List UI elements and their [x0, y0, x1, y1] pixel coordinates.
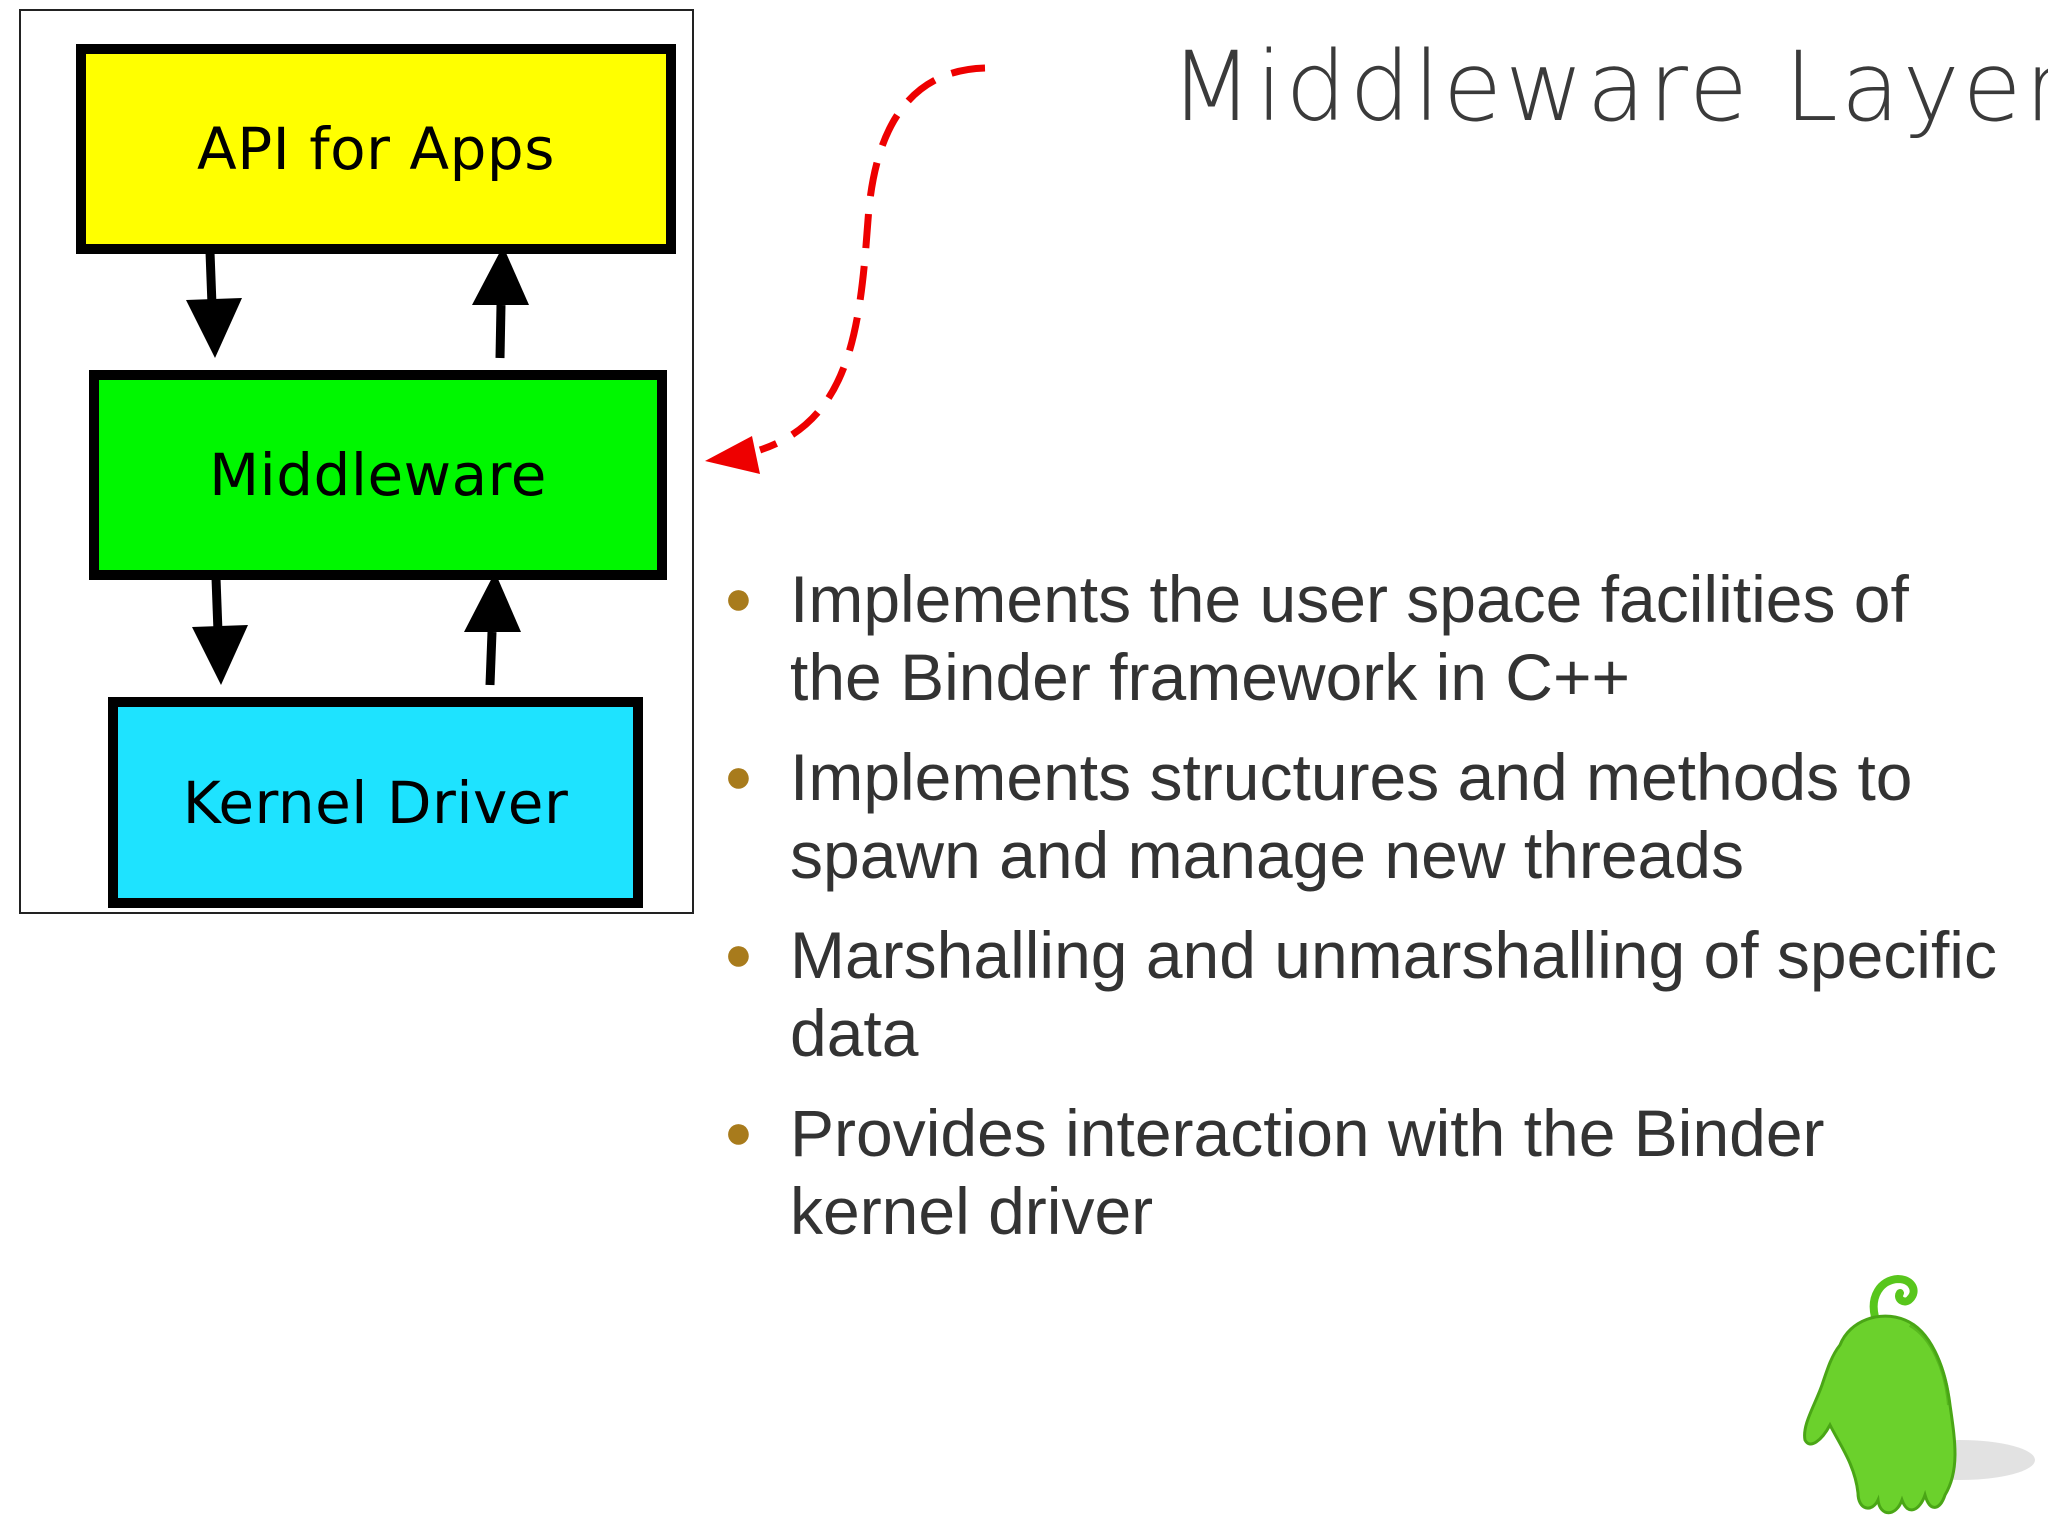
bullet-text: Provides interaction with the Binder ker…	[790, 1096, 1825, 1248]
api-for-apps-label: API for Apps	[197, 115, 555, 183]
green-android-mascot-icon	[1803, 1274, 2035, 1515]
bullet-item: ● Provides interaction with the Binder k…	[715, 1094, 2005, 1250]
bullet-dot-icon: ●	[724, 572, 753, 625]
bullet-text: Implements structures and methods to spa…	[790, 740, 1913, 892]
bullet-item: ● Implements structures and methods to s…	[715, 738, 2005, 894]
arrow-down-api-to-middleware	[186, 251, 242, 358]
layer-diagram: API for Apps Middleware Kernel Driver	[19, 9, 694, 914]
bullet-text: Marshalling and unmarshalling of specifi…	[790, 918, 1997, 1070]
bullet-dot-icon: ●	[724, 750, 753, 803]
api-for-apps-box: API for Apps	[76, 44, 676, 254]
arrow-up-middleware-to-api	[472, 246, 529, 359]
bullet-list: ● Implements the user space facilities o…	[715, 560, 2005, 1272]
middleware-box: Middleware	[89, 370, 667, 580]
kernel-driver-label: Kernel Driver	[182, 768, 569, 837]
bullet-dot-icon: ●	[724, 928, 753, 981]
arrow-down-middleware-to-kernel	[192, 577, 248, 685]
bullet-text: Implements the user space facilities of …	[790, 562, 1909, 714]
kernel-driver-box: Kernel Driver	[108, 697, 643, 908]
bullet-item: ● Marshalling and unmarshalling of speci…	[715, 916, 2005, 1072]
slide-title: Middleware Layer	[1170, 31, 2048, 143]
bullet-item: ● Implements the user space facilities o…	[715, 560, 2005, 716]
red-dashed-callout-arrow	[705, 64, 986, 474]
arrow-up-kernel-to-middleware	[464, 572, 521, 686]
bullet-dot-icon: ●	[724, 1106, 753, 1159]
middleware-label: Middleware	[209, 441, 547, 509]
